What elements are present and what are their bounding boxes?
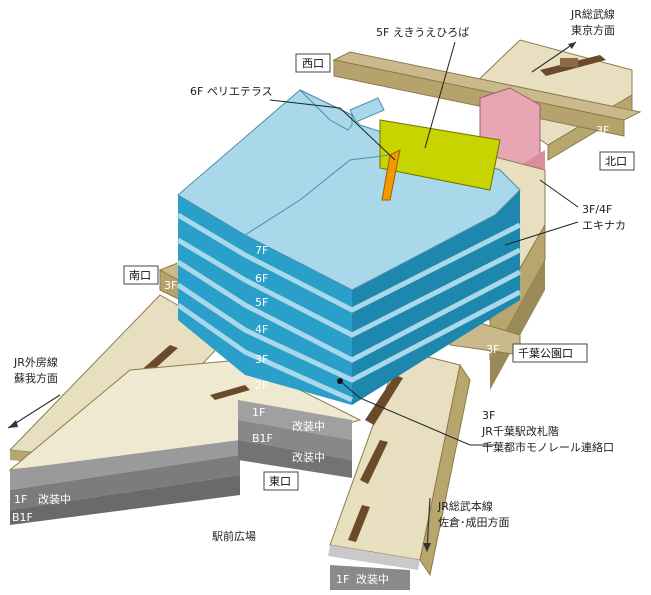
sakura-arrowhead — [423, 543, 431, 552]
building-basement: 1F 改装中 B1F 改装中 — [238, 400, 352, 478]
renovating-tag-center-1f: 改装中 — [292, 419, 325, 433]
callout-lines — [269, 41, 579, 446]
floor-label-6f: 6F — [255, 272, 268, 285]
floor-label-3f: 3F — [255, 353, 268, 366]
chiba-park-exit-label: 千葉公園口 — [518, 346, 573, 360]
floor-tag-1f-center: 1F — [252, 406, 265, 419]
east-exit-label: 東口 — [269, 475, 291, 488]
floor-tag-3f-south: 3F — [164, 279, 177, 292]
plaza-5f-label: 5F えきうえひろば — [376, 26, 469, 39]
sakura-arrow — [426, 497, 431, 551]
main-building: 7F 6F 5F 4F 3F 2F — [176, 89, 522, 405]
jr-sobu-main-line-label: JR総武本線 — [437, 499, 493, 513]
floor-tag-1f-se: 1F — [336, 573, 349, 586]
floor-tag-3f-north: 3F — [596, 124, 609, 137]
annotations: JR総武線 東京方面 5F えきうえひろば 6F ペリエテラス 3F/4F エキ… — [7, 7, 626, 552]
gates-label: JR千葉駅改札階 — [481, 424, 559, 438]
floor-tag-1f-left: 1F — [14, 493, 27, 506]
gates-floor-label: 3F — [482, 409, 495, 422]
ekinaka-floor-label: 3F/4F — [582, 203, 612, 216]
floor-label-5f: 5F — [255, 296, 268, 309]
floor-tag-b1f-center: B1F — [252, 432, 273, 445]
terrace-6f-label: 6F ペリエテラス — [190, 85, 273, 98]
floor-tag-3f-park: 3F — [486, 343, 499, 356]
station-plaza-label: 駅前広場 — [212, 529, 256, 543]
exit-tags: 西口 北口 南口 千葉公園口 東口 — [123, 53, 635, 491]
monorail-label: 千葉都市モノレール連絡口 — [482, 440, 614, 454]
jr-sotobo-line-label: JR外房線 — [13, 355, 58, 369]
sakura-narita-direction-label: 佐倉･成田方面 — [438, 515, 510, 529]
basement-left: 1F 改装中 B1F 改装中 — [10, 440, 240, 536]
floor-label-4f: 4F — [255, 323, 268, 336]
renovating-tag-left-b1f: 改装中 — [38, 522, 71, 536]
floor-tag-b1f-left: B1F — [12, 511, 33, 524]
jr-sobu-line-label: JR総武線 — [570, 7, 615, 21]
west-bar: 3F — [332, 51, 642, 137]
west-exit-label: 西口 — [302, 57, 324, 70]
soga-arrowhead — [8, 420, 18, 428]
renovating-tag-center-b1f: 改装中 — [292, 450, 325, 464]
soga-direction-label: 蘇我方面 — [14, 371, 58, 385]
floor-label-2f: 2F — [255, 379, 268, 392]
tokyo-direction-label: 東京方面 — [571, 23, 615, 37]
renovating-tag-se: 改装中 — [356, 572, 389, 586]
renovating-tag-left-1f: 改装中 — [38, 492, 71, 506]
floor-label-7f: 7F — [255, 244, 268, 257]
south-exit-label: 南口 — [129, 269, 151, 282]
ekinaka-label: エキナカ — [582, 219, 626, 232]
north-exit-label: 北口 — [605, 155, 627, 168]
se-track-deck: 1F 改装中 — [328, 349, 471, 590]
